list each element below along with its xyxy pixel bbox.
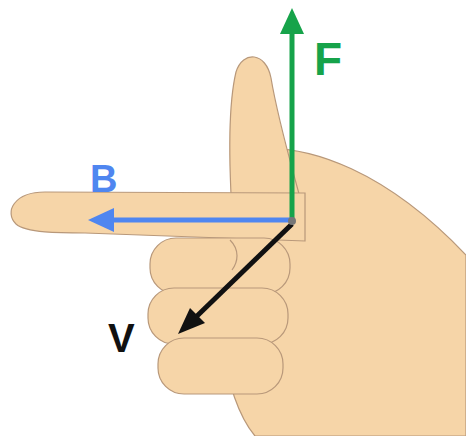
little-finger — [158, 338, 283, 394]
force-arrowhead — [280, 8, 304, 34]
field-arrow — [112, 218, 292, 223]
hand — [11, 57, 466, 436]
knuckle-line — [230, 240, 237, 270]
index-finger — [11, 192, 305, 241]
origin-dot — [288, 217, 296, 225]
force-arrow — [290, 32, 295, 220]
velocity-label: V — [108, 318, 135, 358]
field-arrowhead — [88, 208, 114, 232]
field-label: B — [90, 160, 117, 198]
velocity-arrowhead — [178, 308, 205, 334]
vector-arrows — [88, 8, 304, 334]
velocity-arrow — [197, 224, 292, 316]
force-label: F — [314, 36, 342, 82]
